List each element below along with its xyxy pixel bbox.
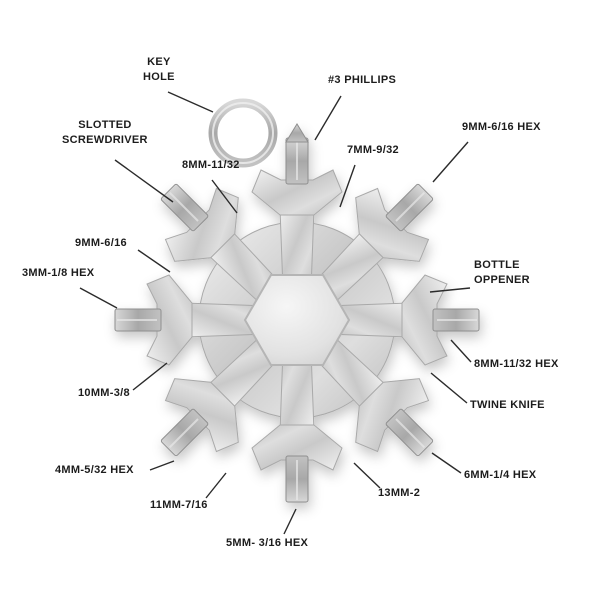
leader-8mm-1132-hex: [450, 339, 472, 363]
leader-9mm-616: [137, 249, 171, 273]
label-8mm-1132-hex: 8MM-11/32 HEX: [474, 358, 559, 370]
leader-8mm-1132: [211, 179, 238, 214]
leader-twine: [430, 372, 468, 404]
label-key-hole: KEY HOLE: [143, 56, 175, 83]
label-slotted: SLOTTED SCREWDRIVER: [62, 119, 148, 146]
label-5mm-316-hex: 5MM- 3/16 HEX: [226, 537, 309, 549]
label-9mm-616-hex: 9MM-6/16 HEX: [462, 121, 541, 133]
leader-7mm-932: [339, 164, 356, 208]
leader-9mm-616-hex: [432, 141, 469, 183]
leader-13mm-2: [353, 462, 381, 489]
leader-5mm-hex: [283, 508, 297, 535]
label-11mm-716: 11MM-7/16: [150, 499, 208, 511]
label-bottle-opener: BOTTLE OPPENER: [474, 259, 530, 286]
leader-slotted: [114, 159, 174, 203]
label-phillips: #3 PHILLIPS: [328, 74, 397, 86]
label-10mm-38: 10MM-3/8: [78, 387, 130, 399]
label-13mm-2: 13MM-2: [378, 487, 421, 499]
key-ring-highlight: [212, 102, 274, 164]
label-twine-knife: TWINE KNIFE: [470, 399, 545, 411]
hex-center-hole: [243, 274, 351, 366]
leader-4mm-hex: [149, 460, 175, 471]
leader-6mm-hex: [431, 452, 462, 474]
leader-phillips: [314, 95, 342, 141]
label-6mm-14-hex: 6MM-1/4 HEX: [464, 469, 537, 481]
label-8mm-1132: 8MM-11/32: [182, 159, 240, 171]
leader-11mm-716: [205, 472, 227, 499]
leader-10mm-38: [132, 362, 168, 391]
leader-3mm-hex: [79, 287, 118, 309]
label-7mm-932: 7MM-9/32: [347, 144, 399, 156]
label-9mm-616: 9MM-6/16: [75, 237, 127, 249]
label-4mm-532-hex: 4MM-5/32 HEX: [55, 464, 134, 476]
phillips-tip: [285, 123, 309, 143]
leader-key-hole: [167, 91, 214, 113]
leader-lines: [79, 91, 472, 535]
label-3mm-18-hex: 3MM-1/8 HEX: [22, 267, 95, 279]
snowflake-tool: [114, 123, 480, 503]
leader-bottle: [429, 287, 471, 293]
